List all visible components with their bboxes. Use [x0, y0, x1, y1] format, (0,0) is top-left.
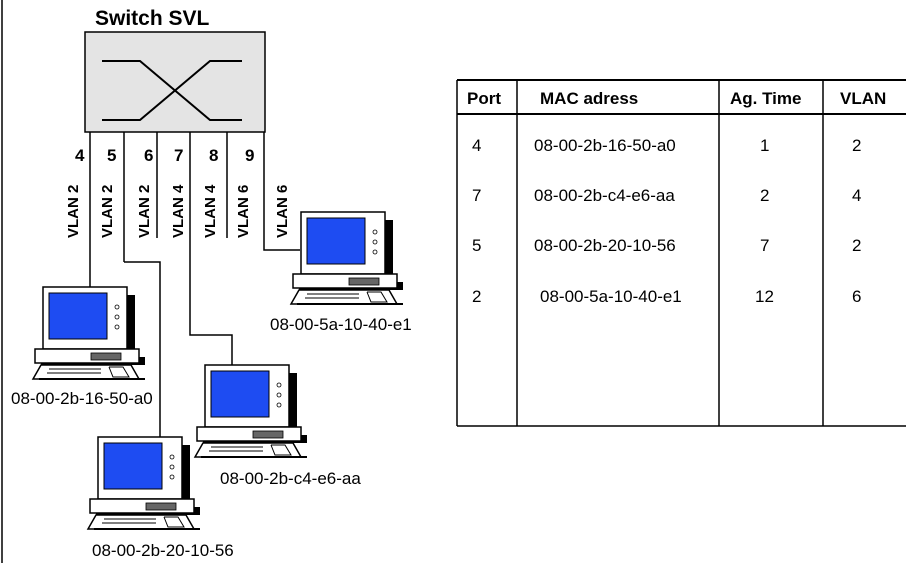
- host-mac-label: 08-00-2b-16-50-a0: [11, 389, 153, 408]
- vlan-label-extra: VLAN 6: [274, 185, 291, 238]
- table-header-port: Port: [467, 89, 501, 108]
- table-cell-age-time: 7: [760, 236, 769, 255]
- port-number-5: 5: [107, 146, 116, 165]
- computer-icon: [194, 364, 308, 458]
- table-cell-age-time: 12: [755, 287, 774, 306]
- vlan-label-port-9: VLAN 6: [235, 185, 252, 238]
- table-cell-mac: 08-00-2b-16-50-a0: [534, 136, 676, 155]
- table-header-age-time: Ag. Time: [730, 89, 801, 108]
- host-mac-label: 08-00-5a-10-40-e1: [270, 315, 412, 334]
- vlan-label-port-7: VLAN 4: [170, 184, 187, 238]
- computer-icon: [32, 286, 146, 380]
- table-header-mac-address: MAC adress: [540, 89, 638, 108]
- table-cell-vlan: 2: [852, 236, 861, 255]
- mac-address-table: Port MAC adress Ag. Time VLAN 4 08-00-2b…: [456, 79, 906, 427]
- table-cell-vlan: 6: [852, 287, 861, 306]
- vlan-label-port-8: VLAN 4: [202, 184, 219, 238]
- host-mac-label: 08-00-2b-c4-e6-aa: [220, 469, 361, 488]
- table-cell-vlan: 4: [852, 186, 861, 205]
- port-number-4: 4: [75, 146, 85, 165]
- computer-icon: [290, 211, 404, 305]
- vlan-label-port-4: VLAN 2: [65, 185, 82, 238]
- computer-icon: [87, 436, 201, 530]
- vlan-label-port-6: VLAN 2: [136, 185, 153, 238]
- table-cell-age-time: 1: [760, 136, 769, 155]
- host-mac-label: 08-00-2b-20-10-56: [92, 541, 234, 560]
- port-number-9: 9: [245, 146, 254, 165]
- table-row: 5 08-00-2b-20-10-56 7 2: [472, 236, 861, 255]
- port-number-7: 7: [174, 146, 183, 165]
- port-lines: [89, 132, 265, 290]
- table-cell-mac: 08-00-2b-20-10-56: [534, 236, 676, 255]
- table-row: 7 08-00-2b-c4-e6-aa 2 4: [472, 186, 861, 205]
- table-cell-mac: 08-00-5a-10-40-e1: [540, 287, 682, 306]
- vlan-label-port-5: VLAN 2: [99, 185, 116, 238]
- host-cables: [124, 238, 300, 440]
- table-header-vlan: VLAN: [840, 89, 886, 108]
- table-cell-mac: 08-00-2b-c4-e6-aa: [534, 186, 675, 205]
- switch-icon: [84, 31, 266, 133]
- port-number-6: 6: [144, 146, 153, 165]
- table-cell-age-time: 2: [760, 186, 769, 205]
- table-cell-port: 5: [472, 236, 481, 255]
- table-cell-port: 2: [472, 287, 481, 306]
- table-cell-port: 7: [472, 186, 481, 205]
- table-row: 4 08-00-2b-16-50-a0 1 2: [472, 136, 861, 155]
- table-cell-port: 4: [472, 136, 481, 155]
- table-row: 2 08-00-5a-10-40-e1 12 6: [472, 287, 861, 306]
- switch-title: Switch SVL: [95, 7, 210, 30]
- port-number-8: 8: [209, 146, 218, 165]
- table-cell-vlan: 2: [852, 136, 861, 155]
